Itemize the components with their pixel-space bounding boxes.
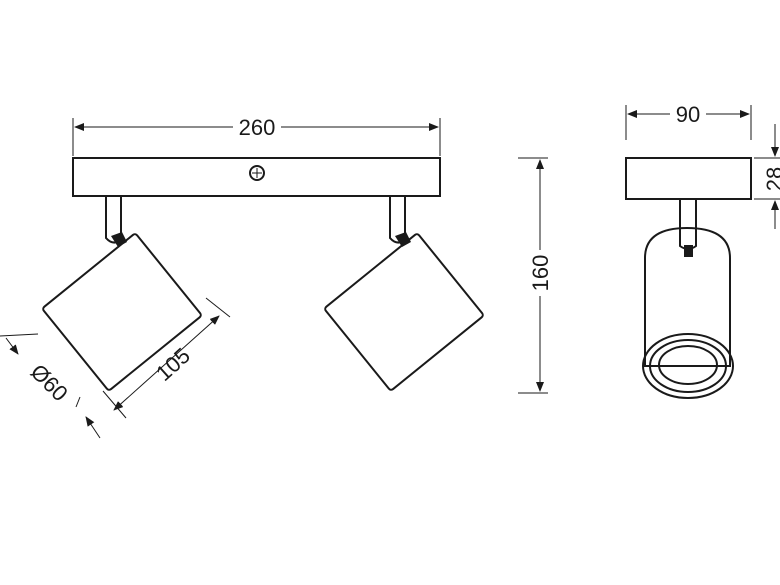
dim-base-height: 28 xyxy=(754,124,780,229)
dim-spot-diameter: Ø60 xyxy=(0,333,101,439)
left-arm xyxy=(105,196,127,247)
dim-label-90: 90 xyxy=(676,102,700,127)
dim-height-total: 160 xyxy=(518,157,553,394)
dim-label-diameter: Ø60 xyxy=(26,359,73,406)
dim-spot-length: 105 xyxy=(102,297,231,419)
base-plate xyxy=(72,157,441,197)
dim-label-260: 260 xyxy=(239,115,276,140)
side-view: 90 28 xyxy=(625,102,780,399)
dim-label-28: 28 xyxy=(762,167,780,191)
dim-label-160: 160 xyxy=(528,255,553,292)
side-arm xyxy=(679,199,697,257)
side-spot-body xyxy=(644,226,731,367)
lens-rings xyxy=(642,333,734,399)
side-base-plate xyxy=(625,157,752,200)
dim-width-total: 260 xyxy=(72,113,441,156)
front-view: 260 160 105 Ø60 xyxy=(0,113,553,439)
right-spot xyxy=(324,233,484,391)
dim-label-105: 105 xyxy=(151,343,195,386)
right-arm xyxy=(389,196,411,247)
screw-icon xyxy=(249,165,265,181)
dim-side-width: 90 xyxy=(625,102,752,140)
